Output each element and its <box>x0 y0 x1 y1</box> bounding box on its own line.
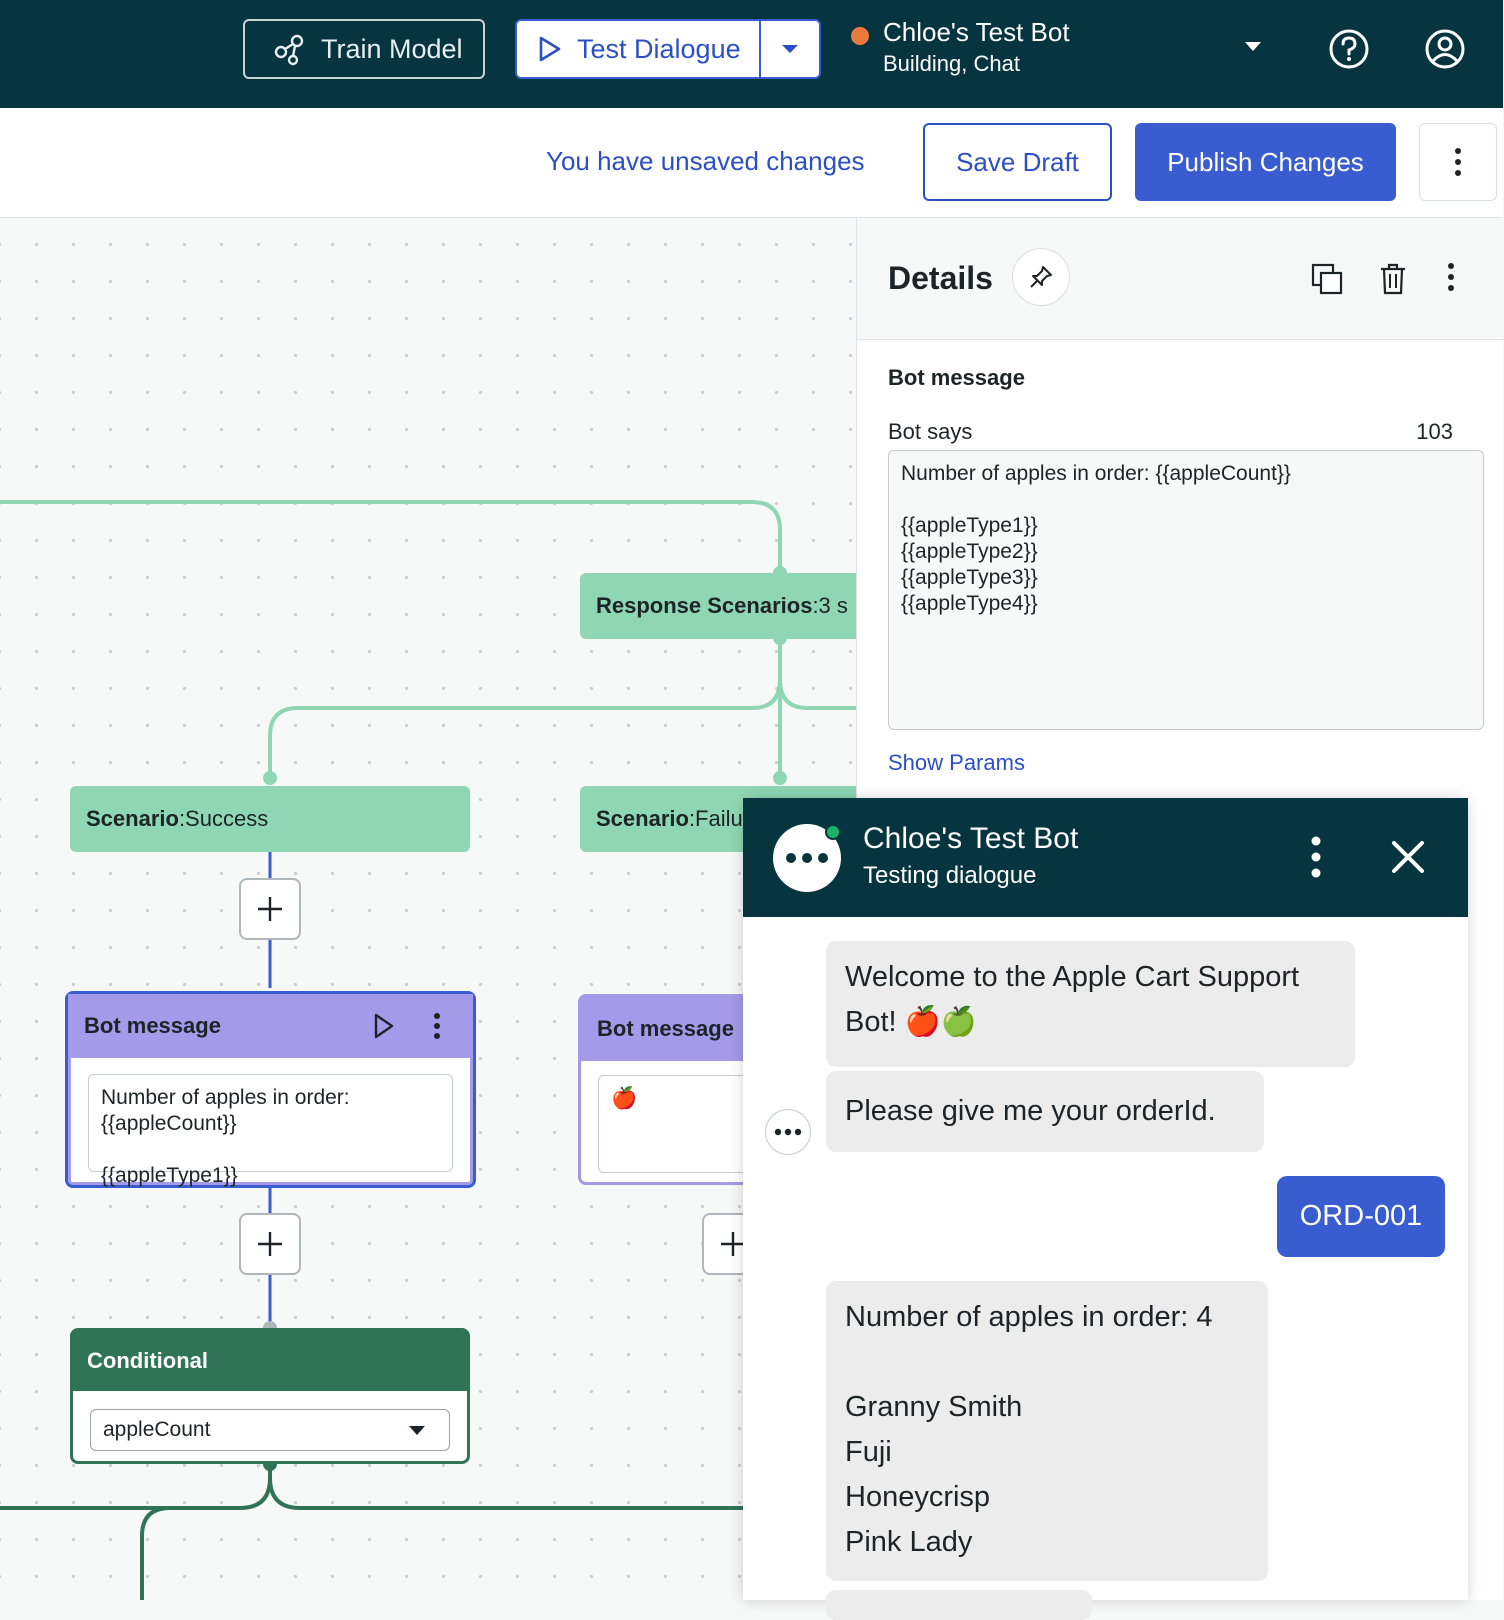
bot-status-text: Building, Chat <box>883 51 1020 76</box>
details-title: Details <box>888 260 993 296</box>
chat-message-user: ORD-001 <box>1277 1176 1445 1257</box>
test-dialogue-dropdown[interactable] <box>761 21 819 77</box>
chat-message-bot: Welcome to the Apple Cart Support Bot! 🍎… <box>826 941 1355 1067</box>
save-draft-button[interactable]: Save Draft <box>923 123 1112 201</box>
bot-status-indicator <box>851 27 869 45</box>
more-vertical-icon[interactable] <box>433 1012 441 1040</box>
duplicate-icon[interactable] <box>1310 262 1344 296</box>
unsaved-changes-notice: You have unsaved changes <box>546 146 865 176</box>
conditional-variable-select[interactable]: appleCount <box>90 1409 450 1451</box>
section-title: Bot message <box>888 365 1025 390</box>
bot-message-title: Bot message <box>597 1016 734 1041</box>
chat-message-bot: Please give me your orderId. <box>826 1071 1264 1152</box>
pin-panel-button[interactable] <box>1012 248 1070 306</box>
scenario-label: Scenario <box>86 806 179 831</box>
test-dialogue-button-group: Test Dialogue <box>515 19 821 79</box>
plus-icon <box>721 1232 745 1256</box>
scenario-success-node[interactable]: Scenario :Success <box>70 786 470 852</box>
plus-icon <box>258 897 282 921</box>
response-scenarios-node[interactable]: Response Scenarios :3 s <box>580 573 870 639</box>
typing-dots-icon <box>786 853 828 863</box>
bot-selector-caret-icon[interactable] <box>1245 42 1261 51</box>
bot-name[interactable]: Chloe's Test Bot <box>883 17 1070 47</box>
conditional-title: Conditional <box>73 1331 467 1391</box>
conditional-variable-value: appleCount <box>103 1418 211 1441</box>
conditional-node[interactable]: Conditional appleCount <box>70 1328 470 1464</box>
online-status-indicator <box>825 824 841 840</box>
response-scenarios-label: Response Scenarios <box>596 593 813 618</box>
action-bar: You have unsaved changes Save Draft Publ… <box>0 108 1503 218</box>
details-header: Details <box>857 218 1504 340</box>
bot-message-header: Bot message <box>68 994 473 1058</box>
test-dialogue-label: Test Dialogue <box>577 33 741 64</box>
train-model-button[interactable]: Train Model <box>243 19 485 79</box>
add-step-button[interactable] <box>239 1213 301 1275</box>
scenario-value: :Success <box>178 806 269 831</box>
play-icon[interactable] <box>373 1012 395 1040</box>
train-model-label: Train Model <box>321 33 463 64</box>
chat-subtitle: Testing dialogue <box>863 862 1037 889</box>
help-icon[interactable] <box>1328 28 1370 70</box>
flow-canvas[interactable]: Response Scenarios :3 s Scenario :Succes… <box>0 218 878 1600</box>
more-options-button[interactable] <box>1419 123 1497 201</box>
plus-icon <box>258 1232 282 1256</box>
chat-title: Chloe's Test Bot <box>863 822 1079 855</box>
top-navigation-bar: Train Model Test Dialogue Chloe's Test B… <box>0 0 1503 108</box>
chat-message-bot: Number of apples in order: 4 Granny Smit… <box>826 1281 1268 1581</box>
scenario-value: :Failu <box>688 806 743 831</box>
bot-message-text: Number of apples in order: {{appleCount}… <box>88 1074 453 1187</box>
user-account-icon[interactable] <box>1424 28 1466 70</box>
bot-says-text: Number of apples in order: {{appleCount}… <box>901 462 1291 615</box>
flow-connectors <box>0 500 856 1600</box>
train-icon <box>274 34 304 66</box>
test-dialogue-button[interactable]: Test Dialogue <box>517 21 761 77</box>
bot-message-title: Bot message <box>84 1013 221 1038</box>
trash-icon[interactable] <box>1378 262 1408 296</box>
show-params-link[interactable]: Show Params <box>888 750 1025 775</box>
close-icon[interactable] <box>1391 840 1425 874</box>
typing-dots-icon <box>774 1128 802 1136</box>
play-icon <box>539 36 561 62</box>
test-dialogue-chat-window: Chloe's Test Bot Testing dialogue Welcom… <box>743 798 1468 1620</box>
scenario-label: Scenario <box>596 806 689 831</box>
chevron-down-icon <box>409 1426 425 1435</box>
more-vertical-icon <box>1455 148 1461 176</box>
chat-header: Chloe's Test Bot Testing dialogue <box>743 798 1468 917</box>
bot-mini-avatar <box>765 1109 811 1155</box>
chat-message-bot-partial <box>826 1590 1092 1620</box>
chevron-down-icon <box>782 45 798 53</box>
publish-changes-button[interactable]: Publish Changes <box>1135 123 1396 201</box>
bot-says-label: Bot says <box>888 419 973 444</box>
pin-icon <box>1030 266 1052 288</box>
more-vertical-icon[interactable] <box>1447 262 1455 292</box>
bot-says-textarea[interactable]: Number of apples in order: {{appleCount}… <box>888 450 1484 730</box>
bot-message-node-selected[interactable]: Bot message Number of apples in order: {… <box>65 991 476 1188</box>
add-step-button[interactable] <box>239 878 301 940</box>
character-count: 103 <box>1416 419 1453 444</box>
more-vertical-icon[interactable] <box>1311 836 1321 878</box>
response-scenarios-value: :3 s <box>812 593 848 618</box>
